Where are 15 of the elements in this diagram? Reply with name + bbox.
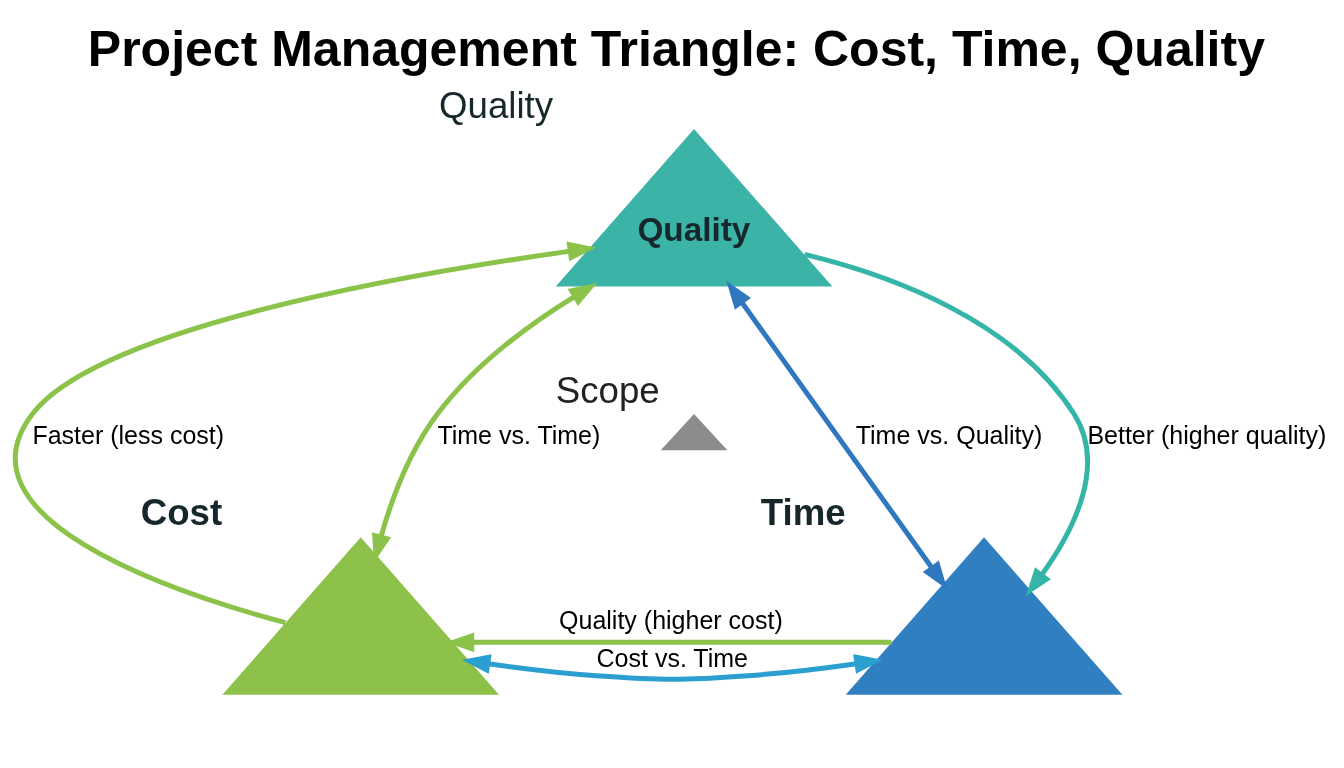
- arrow: [803, 251, 1090, 596]
- node-label: Time: [760, 492, 846, 533]
- edge-label: Quality (higher cost): [559, 606, 783, 634]
- arrow: [462, 654, 883, 682]
- edge-label: Cost vs. Time: [596, 644, 748, 673]
- edge-label: Faster (less cost): [32, 421, 225, 449]
- edge-label: Time vs. Time): [437, 421, 601, 449]
- edge-label: Better (higher quality): [1087, 421, 1327, 449]
- arrow: [13, 241, 596, 626]
- node-label: Scope: [555, 370, 660, 412]
- diagram-title: Project Management Triangle: Cost, Time, Quality: [87, 20, 1265, 77]
- node-label: Cost: [140, 492, 223, 533]
- arrow: [726, 280, 948, 590]
- edge-label: Time vs. Quality): [855, 421, 1043, 449]
- node-label: Quality: [439, 85, 554, 127]
